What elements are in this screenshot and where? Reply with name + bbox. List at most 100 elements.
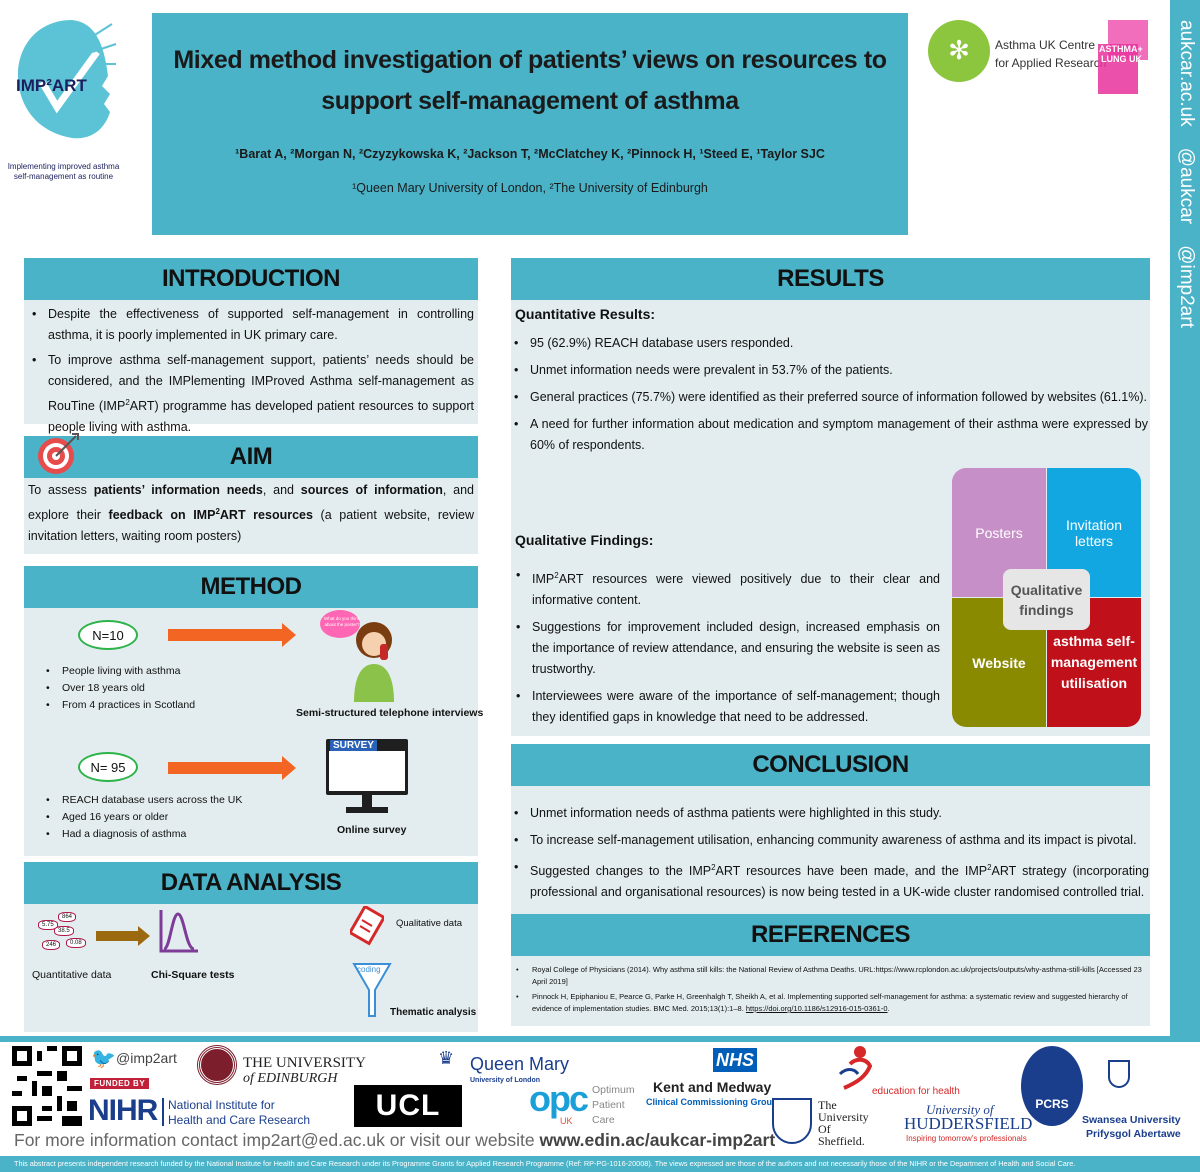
speech-bubble-text: What do you think about the poster? bbox=[323, 616, 361, 627]
twitter-bird-icon: 🐦 bbox=[91, 1046, 116, 1070]
orange-arrow-icon bbox=[168, 756, 296, 780]
funded-by-badge: FUNDED BY bbox=[90, 1078, 150, 1089]
survey-caption: Online survey bbox=[337, 824, 407, 836]
nihr-name-2: Health and Care Research bbox=[168, 1113, 311, 1127]
edinburgh-name-1: THE UNIVERSITY bbox=[243, 1055, 366, 1071]
affiliations: ¹Queen Mary University of London, ²The U… bbox=[352, 181, 708, 195]
ucl-logo: UCL bbox=[354, 1085, 462, 1127]
nihr-name-1: National Institute for bbox=[168, 1098, 275, 1112]
opc-line-3: Care bbox=[592, 1114, 615, 1126]
website-link[interactable]: www.edin.ac/aukcar-imp2art bbox=[539, 1130, 776, 1150]
phone-interview-icon bbox=[320, 610, 394, 702]
introduction-list: Despite the effectiveness of supported s… bbox=[30, 304, 474, 442]
conclusion-heading: CONCLUSION bbox=[511, 744, 1150, 786]
results-heading: RESULTS bbox=[511, 258, 1150, 300]
qualitative-findings-center: Qualitative findings bbox=[1003, 569, 1090, 630]
imp2art-tagline-1: Implementing improved asthma bbox=[7, 162, 120, 171]
quant-data-label: Quantitative data bbox=[32, 969, 112, 981]
kent-medway-name: Kent and Medway bbox=[653, 1079, 772, 1095]
coding-label: coding bbox=[357, 965, 381, 974]
nhs-logo: NHS bbox=[713, 1048, 757, 1072]
aukcar-circle-icon: ✻ bbox=[928, 20, 990, 82]
quant-results-list: 95 (62.9%) REACH database users responde… bbox=[512, 333, 1148, 460]
aim-heading: AIM bbox=[24, 436, 478, 478]
n10-oval: N=10 bbox=[78, 620, 138, 650]
swansea-name-1: Swansea University bbox=[1082, 1114, 1181, 1126]
qual-data-label: Qualitative data bbox=[396, 918, 463, 929]
poster-title-line2: support self-management of asthma bbox=[321, 87, 739, 115]
aim-text: To assess patients’ information needs, a… bbox=[28, 483, 474, 544]
references-list: Royal College of Physicians (2014). Why … bbox=[514, 964, 1148, 1019]
aukcar-name-1: Asthma UK Centre bbox=[995, 38, 1096, 52]
method-group1-list: People living with asthma Over 18 years … bbox=[44, 663, 284, 714]
document-icon bbox=[350, 906, 384, 946]
imp2art-head-icon bbox=[17, 20, 117, 139]
twitter-handle[interactable]: @imp2art bbox=[116, 1050, 177, 1066]
education-for-health-name: education for health bbox=[872, 1086, 960, 1097]
education-for-health-figure-icon bbox=[838, 1046, 873, 1090]
authors: ¹Barat A, ²Morgan N, ²Czyzykowska K, ²Ja… bbox=[235, 147, 825, 161]
huddersfield-name-1: University of bbox=[926, 1102, 994, 1117]
poster-title-line1: Mixed method investigation of patients’ … bbox=[173, 46, 887, 74]
intro-bullet: Despite the effectiveness of supported s… bbox=[30, 304, 474, 346]
conclusion-list: Unmet information needs of asthma patien… bbox=[512, 803, 1149, 907]
huddersfield-name-2: HUDDERSFIELD bbox=[904, 1114, 1033, 1133]
qualitative-findings-diagram: Posters Invitation letters Website asthm… bbox=[952, 468, 1141, 727]
kent-medway-sub: Clinical Commissioning Group bbox=[646, 1097, 778, 1107]
swansea-crest-icon bbox=[1108, 1060, 1130, 1088]
contact-line: For more information contact imp2art@ed.… bbox=[14, 1130, 776, 1150]
asthma-lung-uk-badge: ASTHMA+ LUNG UK bbox=[1098, 20, 1148, 94]
references-heading: REFERENCES bbox=[511, 914, 1150, 956]
edinburgh-name-2: of EDINBURGH bbox=[243, 1071, 338, 1086]
queen-mary-name: Queen Mary bbox=[470, 1054, 570, 1074]
survey-label: SURVEY bbox=[330, 740, 377, 751]
sheffield-crest-icon bbox=[772, 1098, 812, 1144]
funnel-icon bbox=[352, 963, 392, 1017]
imp2art-logo: IMP²ART Implementing improved asthma sel… bbox=[6, 12, 136, 181]
quant-results-heading: Quantitative Results: bbox=[515, 306, 656, 322]
introduction-heading: INTRODUCTION bbox=[24, 258, 478, 300]
n95-oval: N= 95 bbox=[78, 752, 138, 782]
survey-monitor-icon: SURVEY bbox=[326, 739, 408, 819]
swansea-name-2: Prifysgol Abertawe bbox=[1086, 1128, 1181, 1140]
intro-bullet: To improve asthma self-management suppor… bbox=[30, 350, 474, 438]
social-side-bar: aukcar.ac.uk @aukcar @imp2art bbox=[1170, 0, 1200, 1040]
aukcar-name-2: for Applied Research bbox=[995, 56, 1107, 70]
nihr-logo: NIHR bbox=[88, 1094, 158, 1127]
method-heading: METHOD bbox=[24, 566, 478, 608]
disclaimer-bar: This abstract presents independent resea… bbox=[0, 1156, 1200, 1172]
chi-square-curve-icon bbox=[159, 910, 198, 953]
footer-top-rule bbox=[0, 1036, 1200, 1042]
queen-mary-sub: University of London bbox=[470, 1077, 540, 1084]
sheffield-name-2: University bbox=[818, 1110, 869, 1124]
side-bar-text: aukcar.ac.uk @aukcar @imp2art bbox=[1176, 20, 1197, 328]
disclaimer-text: This abstract presents independent resea… bbox=[14, 1159, 1076, 1168]
title-banner: Mixed method investigation of patients’ … bbox=[152, 13, 908, 235]
opc-uk: UK bbox=[560, 1116, 573, 1126]
imp2art-tagline-2: self-management as routine bbox=[13, 172, 114, 181]
sheffield-name-4: Sheffield. bbox=[818, 1134, 865, 1148]
sheffield-name-1: The bbox=[818, 1098, 837, 1112]
chi-square-label: Chi-Square tests bbox=[151, 969, 235, 981]
data-stones-icon: 5.75 864 38.5 246 0.08 bbox=[36, 910, 90, 958]
doi-link[interactable]: https://doi.org/10.1186/s12916-015-0361-… bbox=[745, 1004, 888, 1013]
opc-line-1: Optimum bbox=[592, 1084, 635, 1096]
qual-findings-list: IMP2ART resources were viewed positively… bbox=[514, 565, 940, 732]
qual-findings-heading: Qualitative Findings: bbox=[515, 532, 654, 548]
edinburgh-crest-icon bbox=[197, 1045, 237, 1085]
opc-logo: opc bbox=[529, 1078, 589, 1119]
interviews-caption: Semi-structured telephone interviews bbox=[296, 707, 484, 719]
opc-line-2: Patient bbox=[592, 1099, 625, 1111]
imp2art-name: IMP²ART bbox=[16, 76, 87, 95]
brown-arrow-icon bbox=[96, 931, 140, 941]
thematic-label: Thematic analysis bbox=[390, 1007, 477, 1018]
sheffield-name-3: Of bbox=[818, 1122, 831, 1136]
huddersfield-tagline: Inspiring tomorrow's professionals bbox=[906, 1134, 1027, 1143]
qr-code-icon bbox=[12, 1046, 82, 1126]
method-group2-list: REACH database users across the UK Aged … bbox=[44, 792, 284, 843]
aukcar-logo: ✻ Asthma UK Centre for Applied Research … bbox=[928, 16, 1168, 100]
target-icon bbox=[38, 433, 79, 474]
queen-mary-crown-icon: ♛ bbox=[438, 1048, 455, 1069]
orange-arrow-icon bbox=[168, 623, 296, 647]
pcrs-logo: PCRS bbox=[1021, 1046, 1083, 1126]
